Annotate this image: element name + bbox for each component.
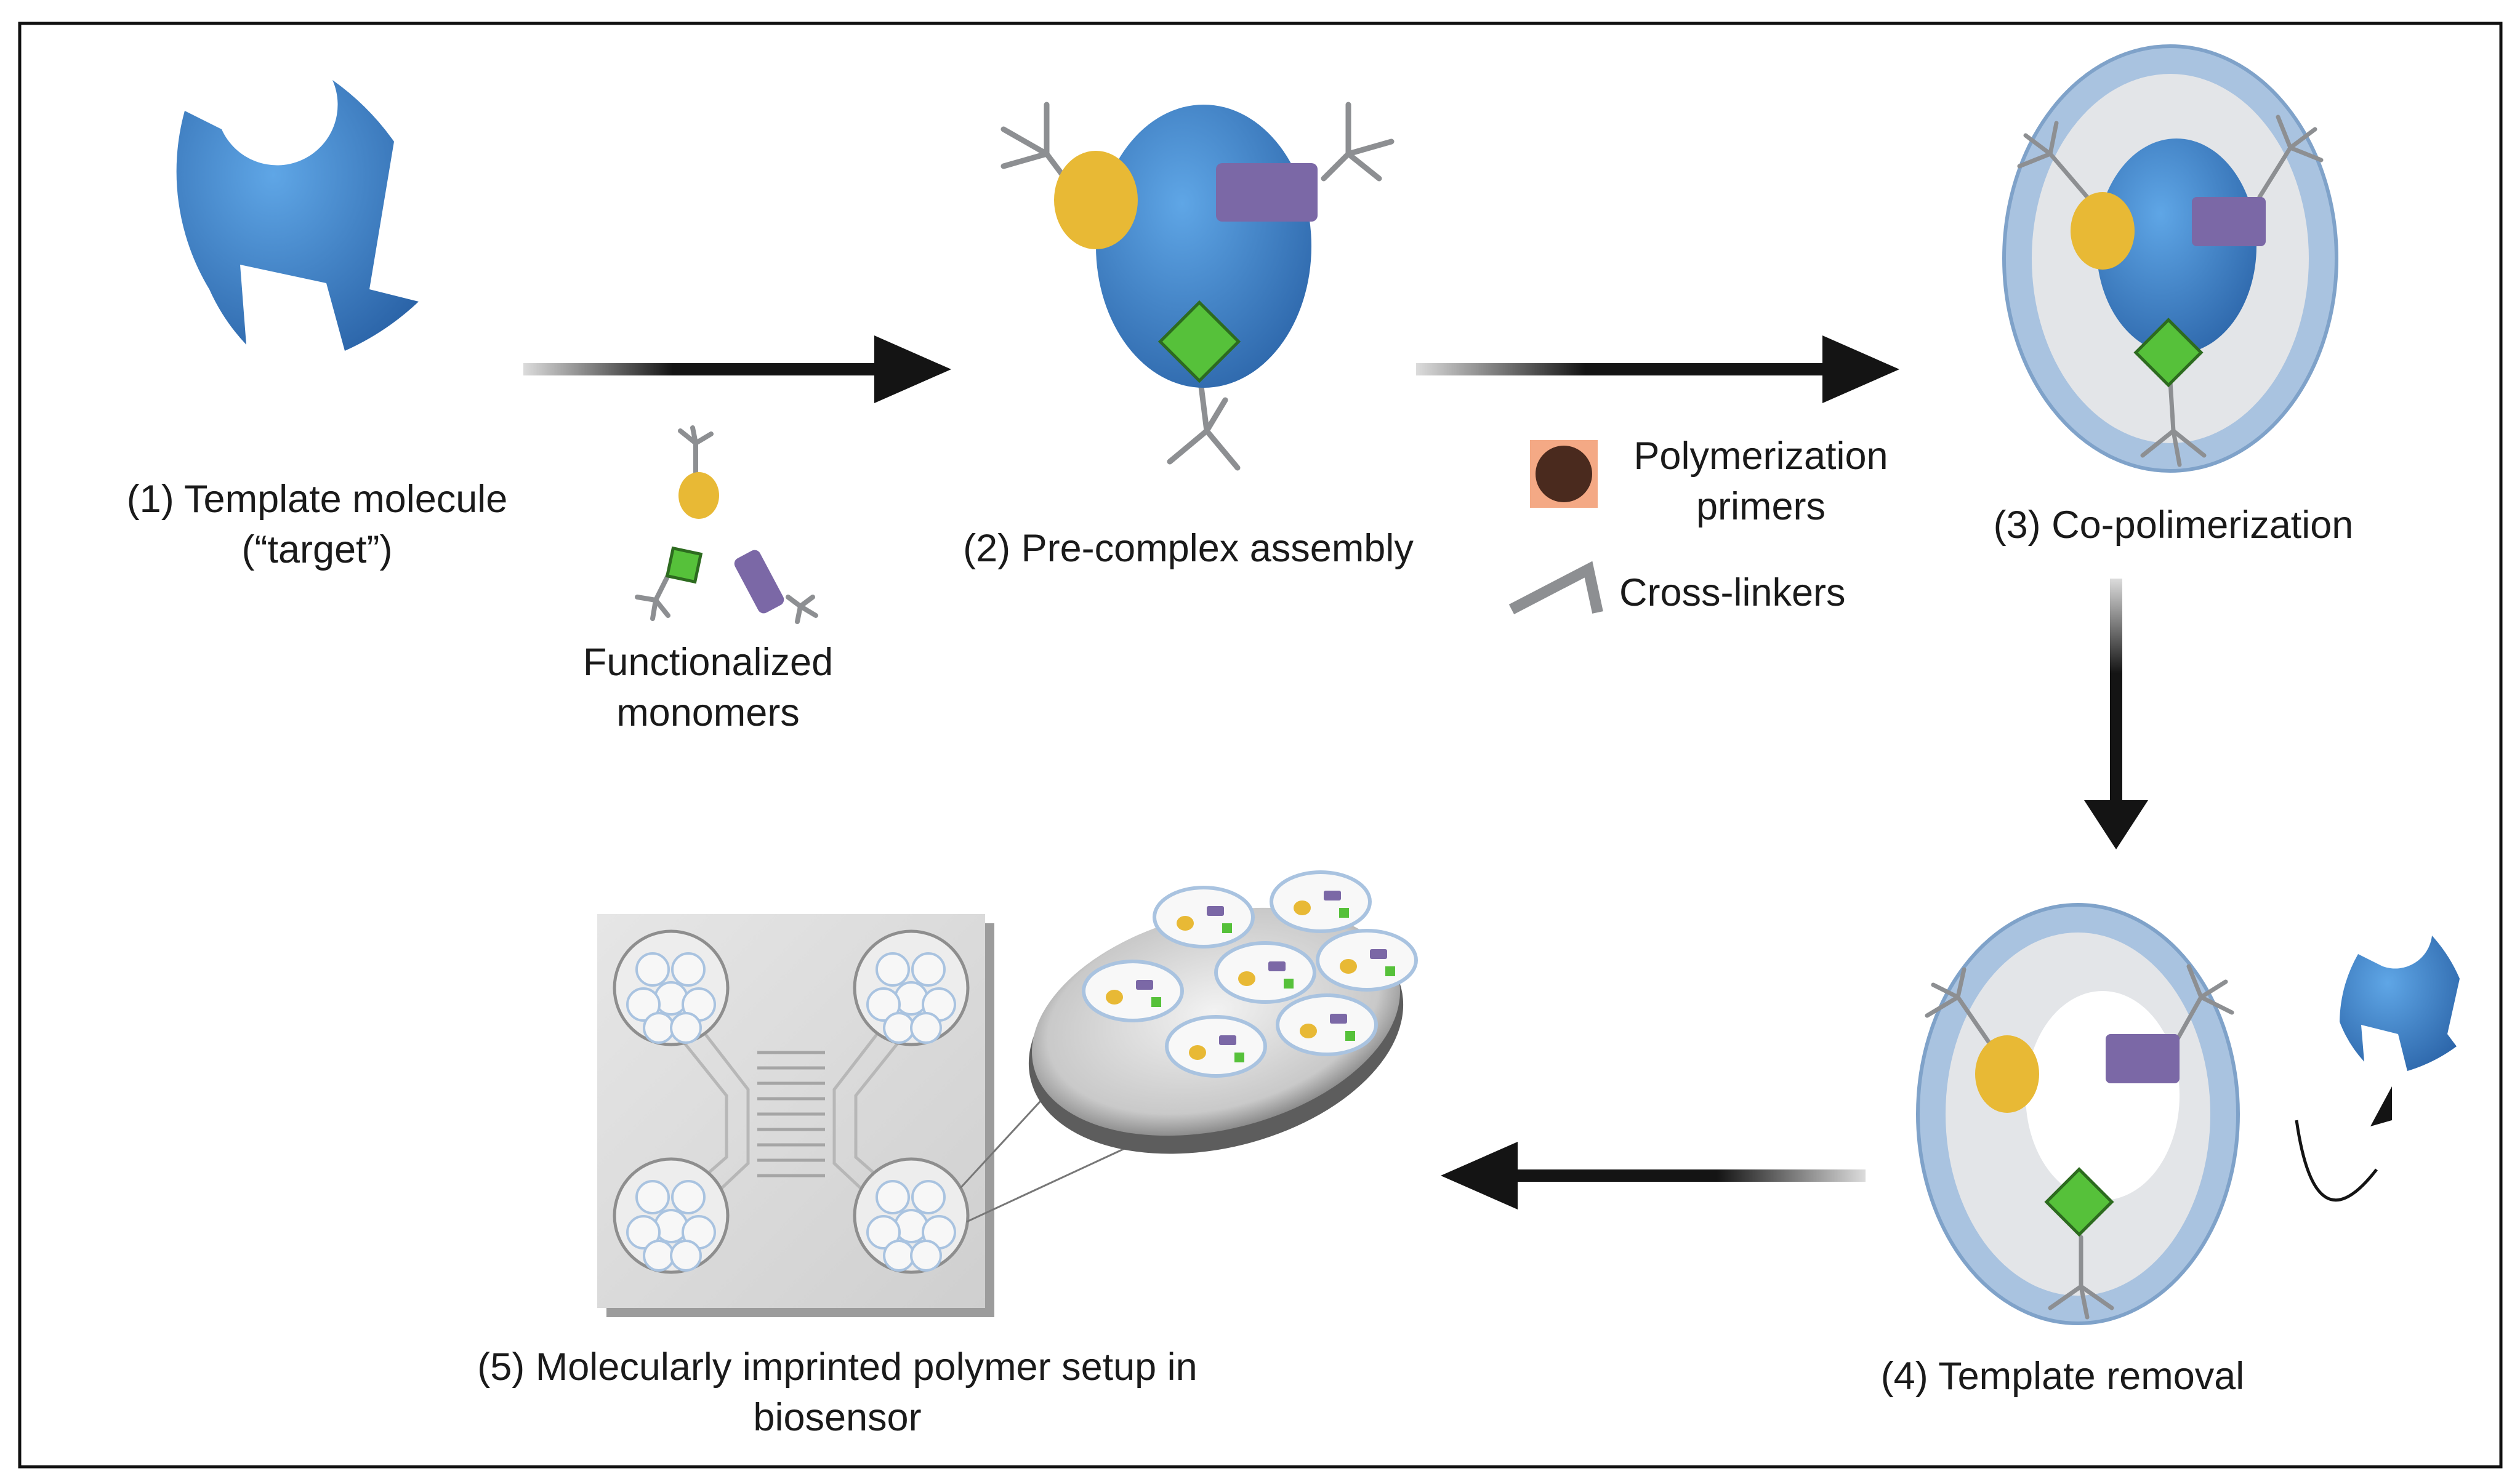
electrode-top-left (613, 929, 730, 1046)
template-molecule-label-line2: (“target”) (241, 528, 393, 571)
copolymerization-particle (2002, 44, 2338, 473)
zoomed-electrode-disc (1028, 870, 1418, 1154)
functionalized-monomers-label-line2: monomers (616, 691, 800, 734)
crosslinker-icon (1508, 561, 1603, 614)
arrow-step-2-to-3 (1416, 335, 1899, 403)
arrow-step-1-to-2 (523, 335, 951, 403)
release-arrow-head (2370, 1086, 2392, 1126)
electrode-bottom-left (613, 1157, 730, 1274)
precomplex-label: (2) Pre-complex assembly (963, 527, 1414, 570)
biosensor-setup-label-line2: biosensor (753, 1396, 922, 1439)
released-template-molecule (2340, 936, 2460, 1071)
polymerization-primers-label-line2: primers (1696, 485, 1826, 528)
functionalized-monomers-label-line1: Functionalized (582, 641, 834, 684)
biosensor-setup-label: (5) Molecularly imprinted polymer setup … (406, 1342, 1268, 1443)
electrode-top-right (853, 929, 970, 1046)
crosslinkers-label: Cross-linkers (1619, 571, 1846, 614)
template-removal-particle (1916, 903, 2240, 1325)
functionalized-monomers-icon (635, 425, 818, 624)
release-arrow (2295, 1120, 2378, 1202)
template-molecule-label-line1: (1) Template molecule (126, 478, 508, 521)
figure-frame (18, 22, 2503, 1469)
arrow-step-3-to-4 (2084, 579, 2148, 849)
polymerization-primers-label-line1: Polymerization (1633, 435, 1888, 478)
precomplex-assembly (1000, 102, 1395, 471)
template-molecule (176, 80, 419, 351)
arrow-step-4-to-5 (1441, 1142, 1866, 1209)
primer-icon (1530, 440, 1598, 508)
functionalized-monomers-label: Functionalized monomers (542, 637, 874, 738)
biosensor-chip (597, 914, 994, 1317)
electrode-bottom-right (853, 1157, 970, 1274)
polymerization-primers-label: Polymerization primers (1607, 431, 1915, 532)
copolymerization-label: (3) Co-polimerization (1993, 503, 2354, 547)
biosensor-setup-label-line1: (5) Molecularly imprinted polymer setup … (477, 1346, 1198, 1389)
template-molecule-label: (1) Template molecule (“target”) (74, 474, 560, 575)
template-removal-label: (4) Template removal (1880, 1355, 2245, 1398)
